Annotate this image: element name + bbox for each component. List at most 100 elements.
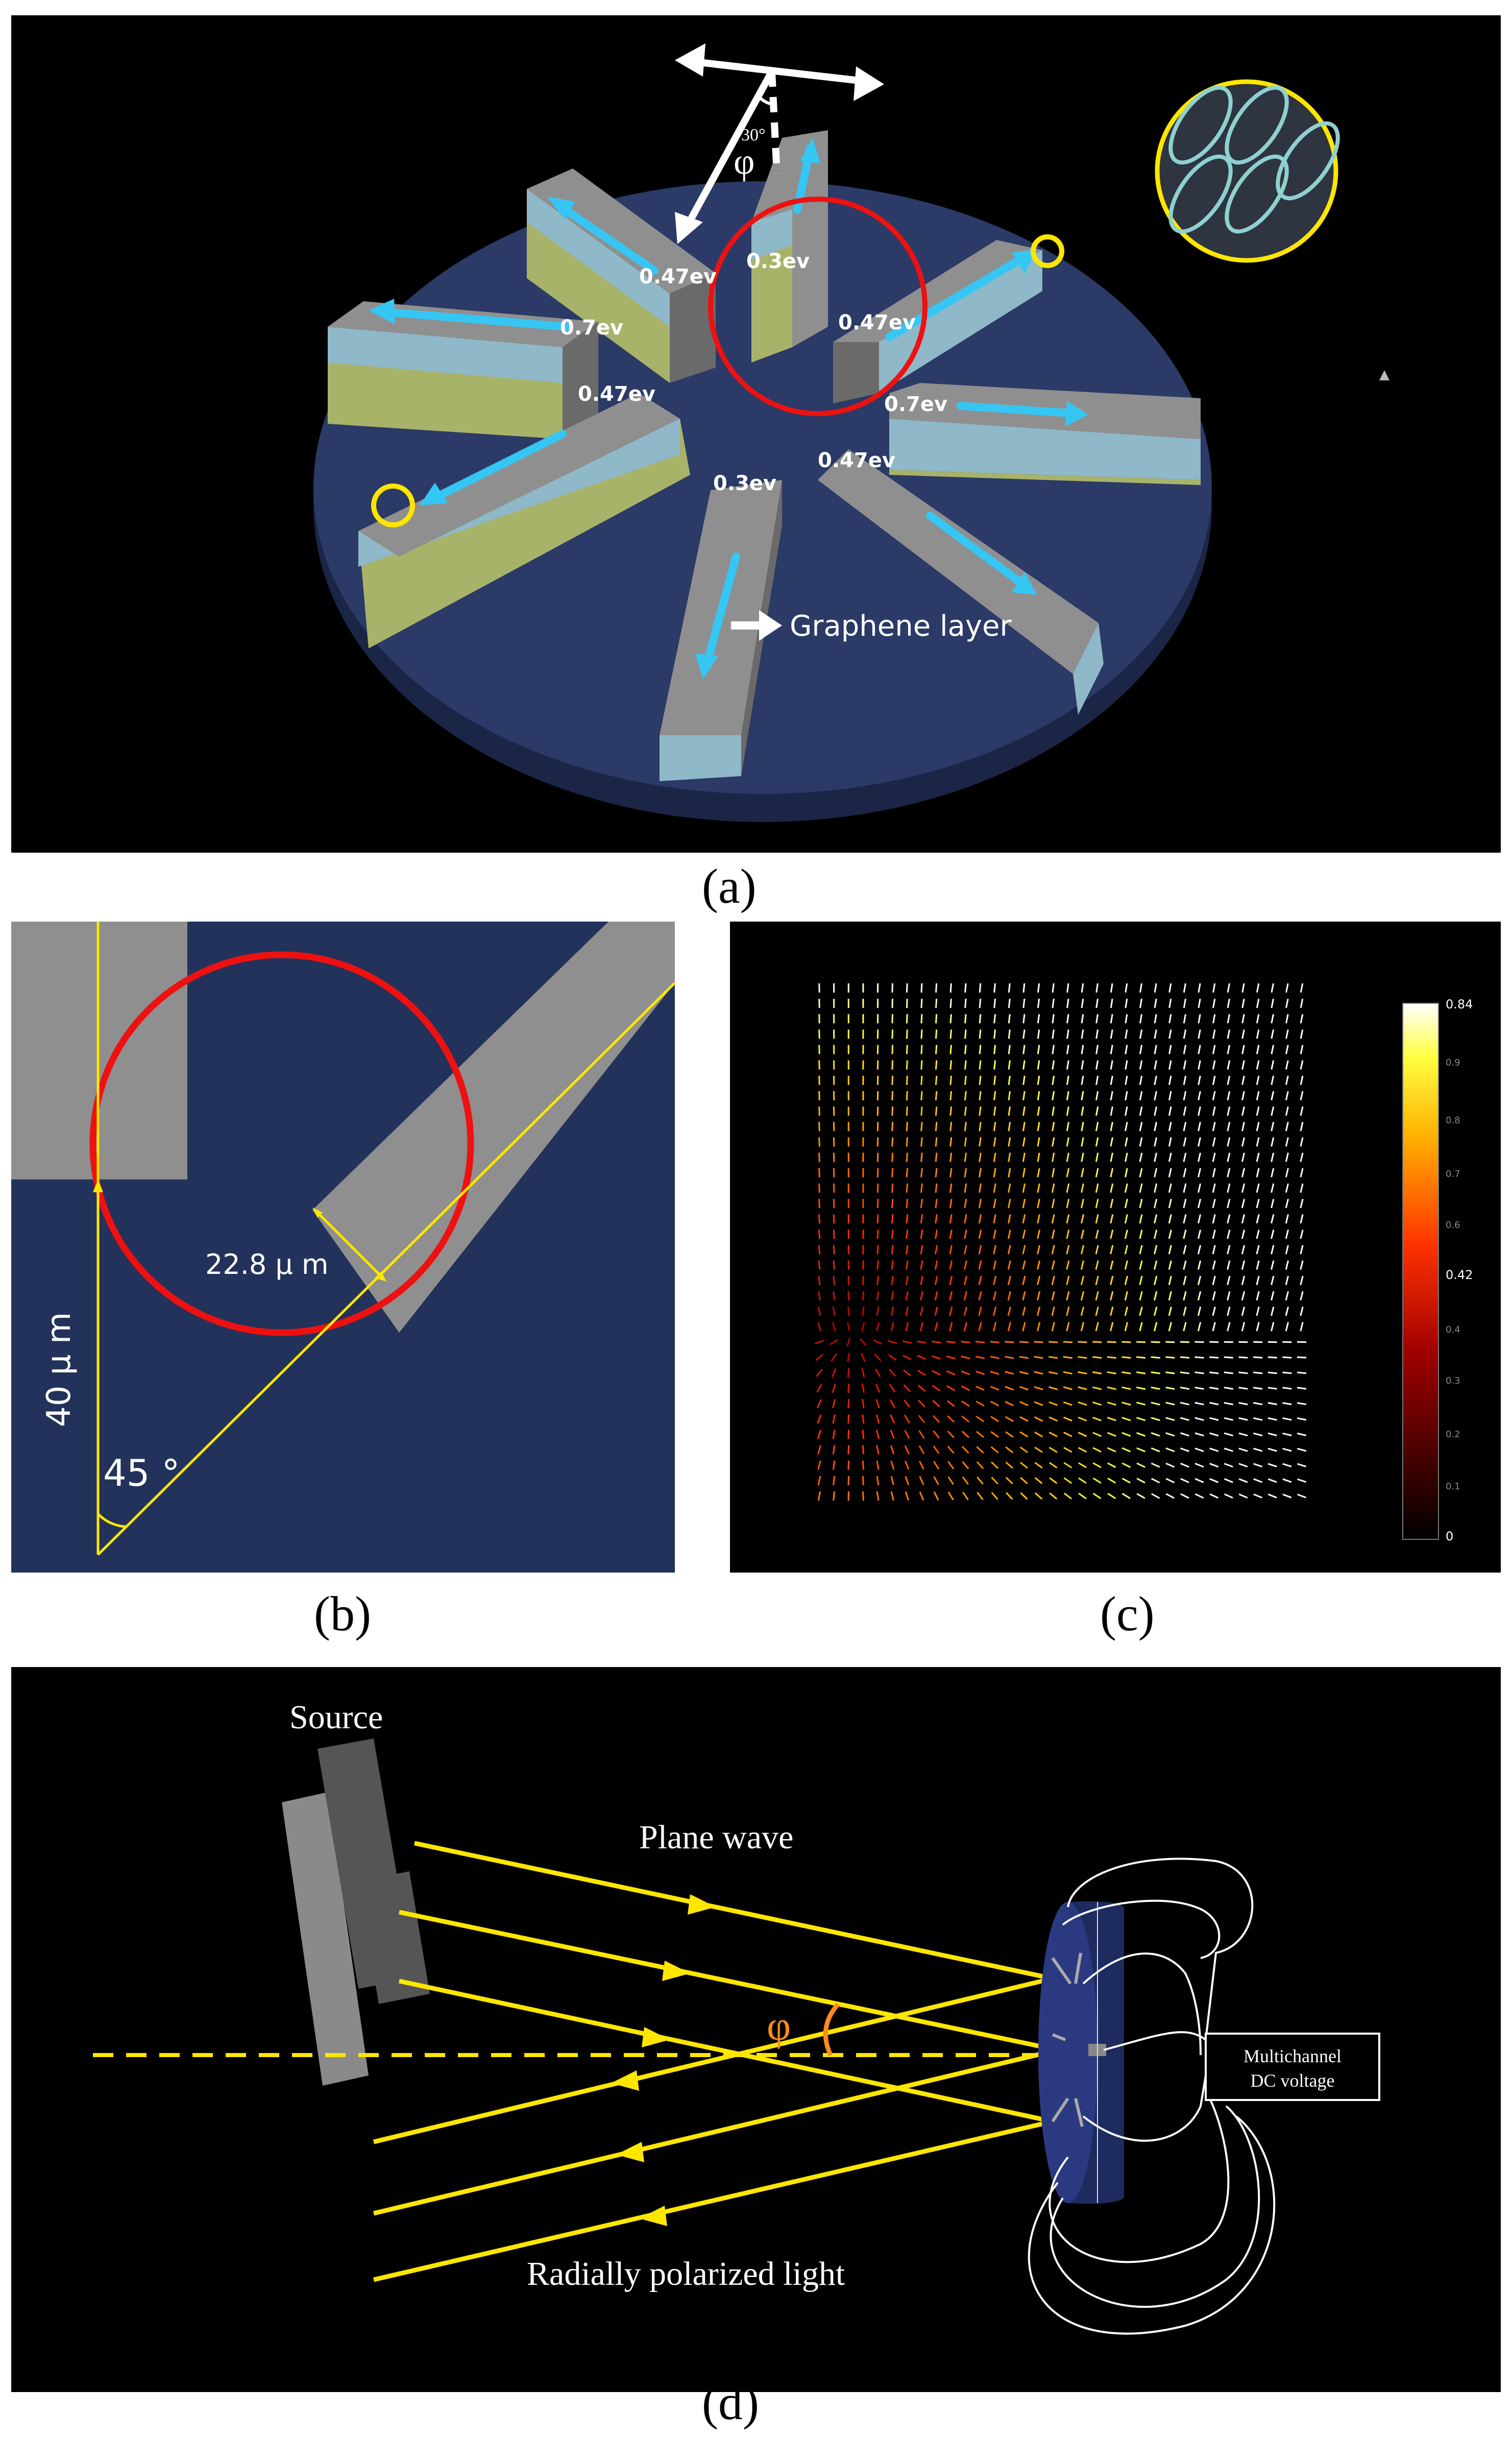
field-vector bbox=[949, 1291, 953, 1301]
field-vector bbox=[1048, 1416, 1058, 1422]
field-vector bbox=[1151, 1432, 1160, 1437]
field-vector bbox=[1124, 1260, 1128, 1270]
field-vector bbox=[1271, 1137, 1275, 1147]
field-vector bbox=[978, 1275, 982, 1285]
field-vector bbox=[1154, 1199, 1158, 1209]
field-vector bbox=[876, 1491, 880, 1501]
field-vector bbox=[876, 1137, 879, 1147]
field-vector bbox=[832, 1445, 836, 1455]
field-vector bbox=[934, 1291, 938, 1301]
field-vector bbox=[1180, 1447, 1189, 1453]
field-vector bbox=[1241, 1045, 1245, 1054]
field-vector bbox=[979, 1152, 982, 1162]
field-vector bbox=[979, 1060, 982, 1070]
bar-upper-left bbox=[527, 168, 716, 383]
field-vector bbox=[963, 1322, 968, 1332]
field-vector bbox=[906, 1229, 909, 1239]
field-vector bbox=[1007, 1322, 1011, 1332]
field-vector bbox=[1256, 1199, 1260, 1209]
field-vector bbox=[946, 1355, 956, 1360]
field-vector bbox=[1224, 1447, 1233, 1452]
field-vector bbox=[1022, 1106, 1026, 1116]
field-vector bbox=[1165, 1356, 1175, 1359]
field-vector bbox=[1267, 1371, 1277, 1374]
field-vector bbox=[962, 1491, 969, 1501]
colorbar-tick: 0.6 bbox=[1446, 1220, 1460, 1230]
field-vector bbox=[1151, 1478, 1160, 1484]
field-vector bbox=[1154, 1245, 1158, 1254]
field-vector bbox=[1008, 1045, 1011, 1054]
field-vector bbox=[1227, 999, 1230, 1008]
field-vector bbox=[1066, 1091, 1069, 1101]
field-vector bbox=[1282, 1356, 1292, 1359]
field-vector bbox=[1139, 1291, 1143, 1301]
field-vector bbox=[1212, 1014, 1216, 1024]
field-vector bbox=[1285, 1029, 1289, 1039]
field-vector bbox=[1078, 1447, 1087, 1453]
field-vector bbox=[949, 1245, 953, 1254]
ev-label-7: 0.47ev bbox=[818, 449, 895, 472]
field-vector bbox=[1285, 1152, 1289, 1162]
field-vector bbox=[1034, 1416, 1043, 1422]
field-vector bbox=[1107, 1492, 1116, 1500]
field-vector bbox=[1022, 1122, 1026, 1131]
field-vector bbox=[1095, 1075, 1099, 1085]
field-vector bbox=[1209, 1371, 1219, 1374]
field-vector bbox=[1092, 1447, 1102, 1453]
field-vector bbox=[1110, 1137, 1113, 1147]
field-vector bbox=[1092, 1386, 1102, 1390]
field-vector bbox=[1037, 1137, 1040, 1147]
field-vector bbox=[964, 1198, 967, 1209]
field-vector bbox=[1022, 1060, 1026, 1070]
field-vector bbox=[904, 1399, 911, 1408]
arrow-2 bbox=[375, 307, 572, 331]
field-vector bbox=[977, 1477, 984, 1485]
field-vector bbox=[1066, 1152, 1070, 1162]
field-vector bbox=[979, 1045, 982, 1054]
field-vector bbox=[890, 1476, 894, 1485]
field-vector bbox=[1256, 1152, 1260, 1162]
field-vector bbox=[920, 1260, 923, 1270]
field-vector bbox=[949, 1029, 952, 1039]
field-vector bbox=[1066, 1199, 1070, 1209]
field-vector bbox=[1037, 1122, 1040, 1131]
field-vector bbox=[1271, 1183, 1275, 1193]
field-vector bbox=[1212, 1060, 1216, 1070]
field-vector bbox=[832, 1383, 836, 1393]
field-vector bbox=[1224, 1432, 1233, 1437]
field-vector bbox=[1066, 1307, 1070, 1316]
field-vector bbox=[1194, 1463, 1204, 1468]
field-vector bbox=[993, 1060, 996, 1070]
field-vector bbox=[1066, 1214, 1070, 1224]
field-vector bbox=[1154, 1106, 1157, 1116]
field-vector bbox=[1151, 1356, 1160, 1359]
field-vector bbox=[978, 1260, 982, 1270]
field-vector bbox=[1224, 1402, 1233, 1406]
field-vector bbox=[1151, 1417, 1160, 1421]
field-vector bbox=[979, 1075, 982, 1085]
field-vector bbox=[1297, 1493, 1306, 1499]
field-vector bbox=[1095, 1275, 1099, 1285]
field-vector bbox=[1095, 1307, 1099, 1316]
field-vector bbox=[1282, 1432, 1292, 1436]
field-vector bbox=[1066, 1106, 1069, 1116]
field-vector bbox=[1022, 1183, 1026, 1193]
field-vector bbox=[1034, 1431, 1043, 1438]
field-vector bbox=[815, 1354, 823, 1361]
field-vector bbox=[993, 1091, 996, 1101]
field-vector bbox=[993, 1075, 996, 1085]
field-vector bbox=[1300, 1229, 1304, 1239]
field-vector bbox=[1224, 1371, 1233, 1374]
field-vector bbox=[1267, 1447, 1277, 1452]
field-vector bbox=[876, 1106, 879, 1116]
field-vector bbox=[1081, 1045, 1084, 1054]
field-vector bbox=[1019, 1371, 1029, 1375]
field-vector bbox=[1124, 1275, 1128, 1285]
field-vector bbox=[1300, 1152, 1304, 1162]
field-vector bbox=[1197, 1322, 1202, 1332]
field-vector bbox=[976, 1446, 984, 1454]
field-vector bbox=[1227, 1183, 1231, 1193]
field-vector bbox=[1066, 1075, 1069, 1085]
field-vector bbox=[817, 1307, 821, 1316]
field-vector bbox=[1107, 1478, 1116, 1484]
